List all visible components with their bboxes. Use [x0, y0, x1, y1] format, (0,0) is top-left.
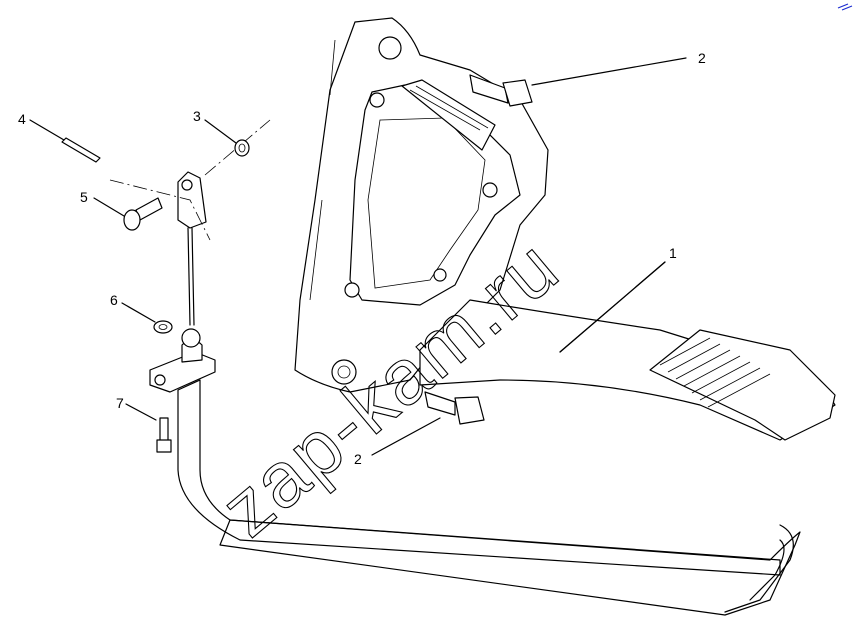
callout-4: 4: [18, 111, 26, 127]
callout-2-upper: 2: [698, 50, 706, 66]
leader-line-1: [559, 261, 666, 353]
callout-2-lower: 2: [354, 451, 362, 467]
callout-3: 3: [193, 108, 201, 124]
split-pin-part-4: [29, 119, 101, 163]
washer-part-3: [204, 119, 250, 157]
bolt-part-7: [125, 403, 172, 453]
callout-5: 5: [80, 189, 88, 205]
pedal-sensor-housing: [344, 79, 521, 306]
corner-mark-icon: [837, 3, 853, 11]
pedal-lever-bar: [149, 328, 801, 616]
clevis-pin-part-5: [93, 197, 163, 231]
bolt-upper: [469, 57, 687, 107]
callout-1: 1: [669, 245, 677, 261]
washer-part-6: [121, 302, 173, 334]
bolt-lower: [371, 391, 485, 456]
callout-6: 6: [110, 292, 118, 308]
callout-7: 7: [116, 395, 124, 411]
